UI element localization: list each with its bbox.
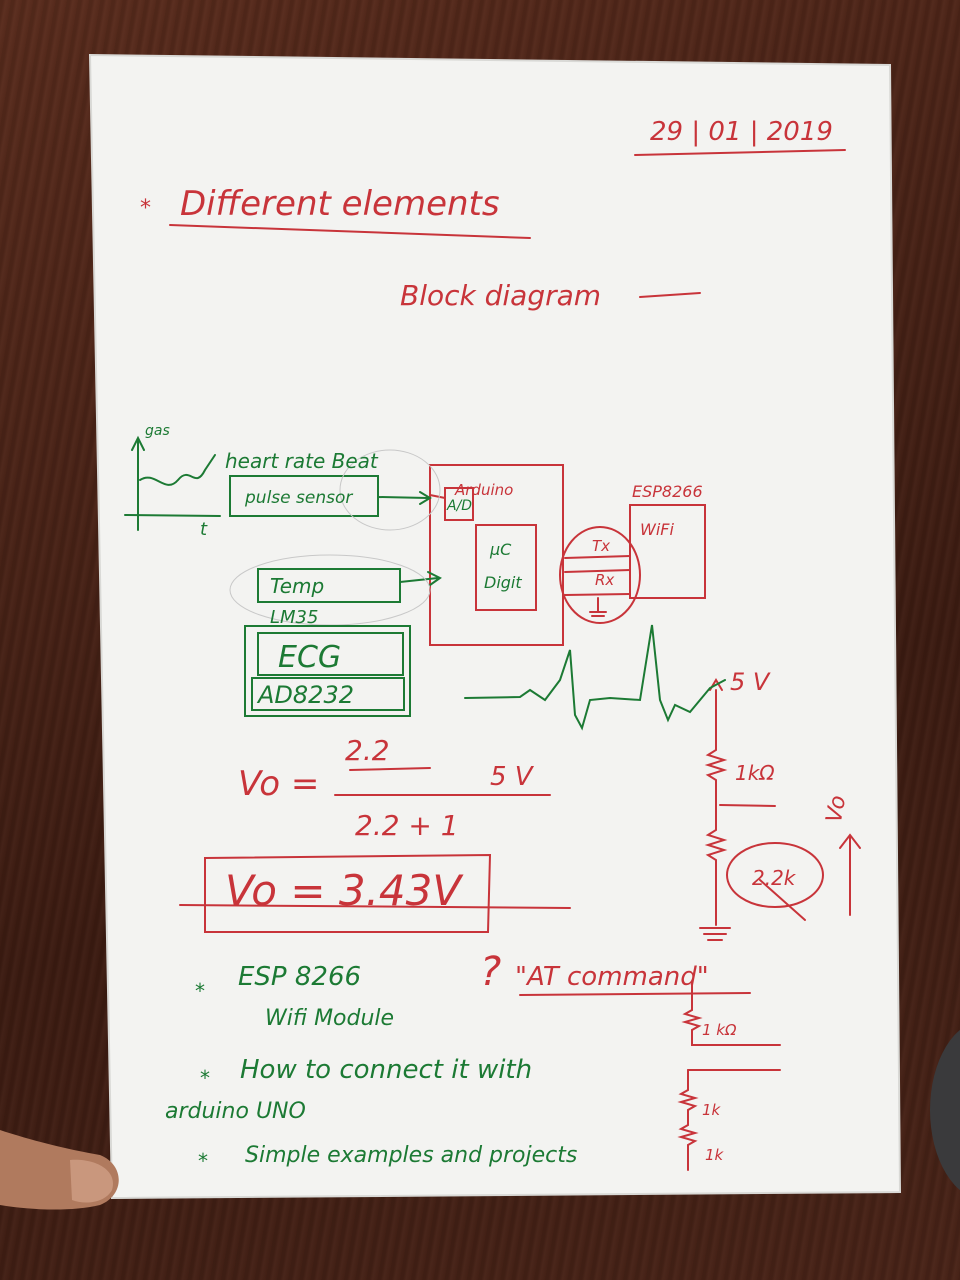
date-text: 29 | 01 | 2019 (650, 117, 833, 147)
ad8232-label: AD8232 (256, 681, 354, 709)
digit-label: Digit (484, 573, 522, 592)
paper-sheet (90, 55, 900, 1198)
bullet-star-1: * (195, 979, 205, 1003)
r3-label: 1 kΩ (702, 1021, 737, 1039)
frac-num: 2.2 (345, 734, 390, 767)
adc-label: A/D (446, 498, 472, 514)
lm35-label: LM35 (270, 607, 318, 628)
vo-arrow-label: Vo (822, 794, 851, 825)
temp-label: Temp (270, 574, 324, 598)
r4-label: 1k (702, 1101, 722, 1119)
tx-label: Tx (592, 537, 610, 555)
arduino-label: Arduino (454, 481, 513, 499)
ecg-label: ECG (278, 640, 341, 675)
frac-volt: 5 V (490, 762, 535, 792)
heart-label: heart rate Beat (225, 449, 379, 473)
question-mark: ? (480, 949, 501, 995)
rx-label: Rx (595, 571, 614, 589)
bullet2b-text: arduino UNO (165, 1099, 306, 1124)
wifi-label: WiFi (640, 520, 674, 539)
uc-label: μC (489, 540, 512, 559)
esp-title: ESP8266 (632, 482, 703, 501)
subheading-text: Block diagram (400, 279, 601, 312)
graph-x-label: t (200, 519, 208, 540)
at-command-text: "AT command" (515, 962, 709, 992)
paper-shade (88, 53, 902, 1200)
bullet-star-3: * (198, 1149, 208, 1173)
frac-den: 2.2 + 1 (355, 809, 459, 842)
v5-label: 5 V (730, 668, 771, 696)
bullet2-text: How to connect it with (240, 1055, 532, 1085)
bullet-star-2: * (200, 1066, 210, 1090)
bullet1b-text: Wifi Module (265, 1006, 394, 1031)
bullet3-text: Simple examples and projects (245, 1143, 577, 1168)
heading-text: Different elements (180, 184, 500, 224)
graph-y-label: gas (145, 423, 170, 439)
result-text: Vo = 3.43V (225, 866, 464, 915)
r5-label: 1k (705, 1146, 725, 1164)
bullet1-text: ESP 8266 (238, 962, 361, 992)
pulse-sensor-label: pulse sensor (244, 488, 353, 508)
r2-label: 2.2k (752, 866, 797, 890)
r1-label: 1kΩ (735, 761, 775, 785)
star-red: * (140, 196, 151, 221)
vo-eq-label: Vo = (238, 764, 319, 804)
dark-object (930, 1029, 960, 1191)
